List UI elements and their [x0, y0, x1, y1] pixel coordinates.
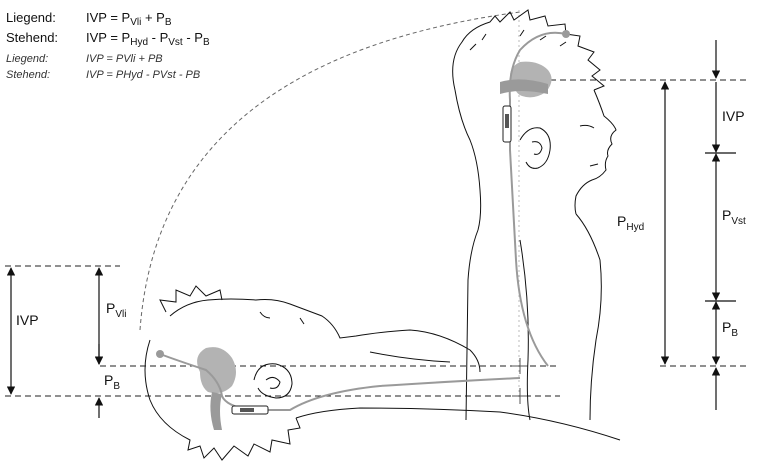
lying-ear [254, 364, 292, 398]
standing-anatomy [500, 30, 570, 366]
lying-mouth [300, 318, 304, 324]
reference-lines [5, 80, 750, 396]
lying-hair-top [160, 286, 222, 312]
standing-shunt-tip [562, 30, 570, 38]
right-phyd-label: PHyd [617, 213, 644, 233]
formula-standing-plain-label: Stehend: [6, 69, 50, 81]
formula-lying-plain: IVP = PVli + PB [86, 53, 163, 65]
right-pb-label: PB [722, 319, 738, 339]
lying-eye [260, 312, 270, 318]
standing-valve-core [505, 114, 509, 128]
right-pvst-label: PVst [722, 207, 746, 227]
standing-back [466, 230, 478, 420]
lying-shoulder [370, 352, 450, 362]
formula-standing-label: Stehend: [6, 30, 58, 45]
rotation-arc [140, 12, 520, 330]
lying-sinus [210, 392, 222, 430]
standing-back-neck [455, 90, 481, 230]
standing-ear [520, 128, 550, 169]
formula-lying-plain-label: Liegend: [6, 53, 48, 65]
standing-mouth [590, 164, 598, 166]
right-ivp-label: IVP [722, 108, 745, 124]
standing-eye [580, 125, 594, 128]
left-pb-label: PB [104, 372, 120, 392]
lying-valve-core [240, 408, 254, 412]
left-pvli-label: PVli [106, 300, 126, 320]
lying-ventricle [197, 347, 236, 393]
right-dimensions [665, 40, 736, 410]
lying-ear-inner [266, 377, 280, 388]
origin-crosses [512, 358, 528, 404]
formula-lying-label: Liegend: [6, 10, 56, 25]
lying-anatomy [156, 347, 520, 430]
left-ivp-label: IVP [16, 312, 39, 328]
standing-face-profile [575, 90, 616, 214]
lying-body-lower [296, 408, 620, 440]
formula-standing-plain: IVP = PHyd - PVst - PB [86, 69, 200, 81]
formula-lying: IVP = PVli + PB [86, 10, 172, 28]
standing-chest [576, 214, 601, 420]
formula-block: Liegend: IVP = PVli + PB Stehend: IVP = … [6, 10, 210, 81]
formula-standing: IVP = PHyd - PVst - PB [86, 30, 210, 48]
standing-ear-inner [532, 142, 542, 155]
lying-shunt-tip [156, 350, 164, 358]
